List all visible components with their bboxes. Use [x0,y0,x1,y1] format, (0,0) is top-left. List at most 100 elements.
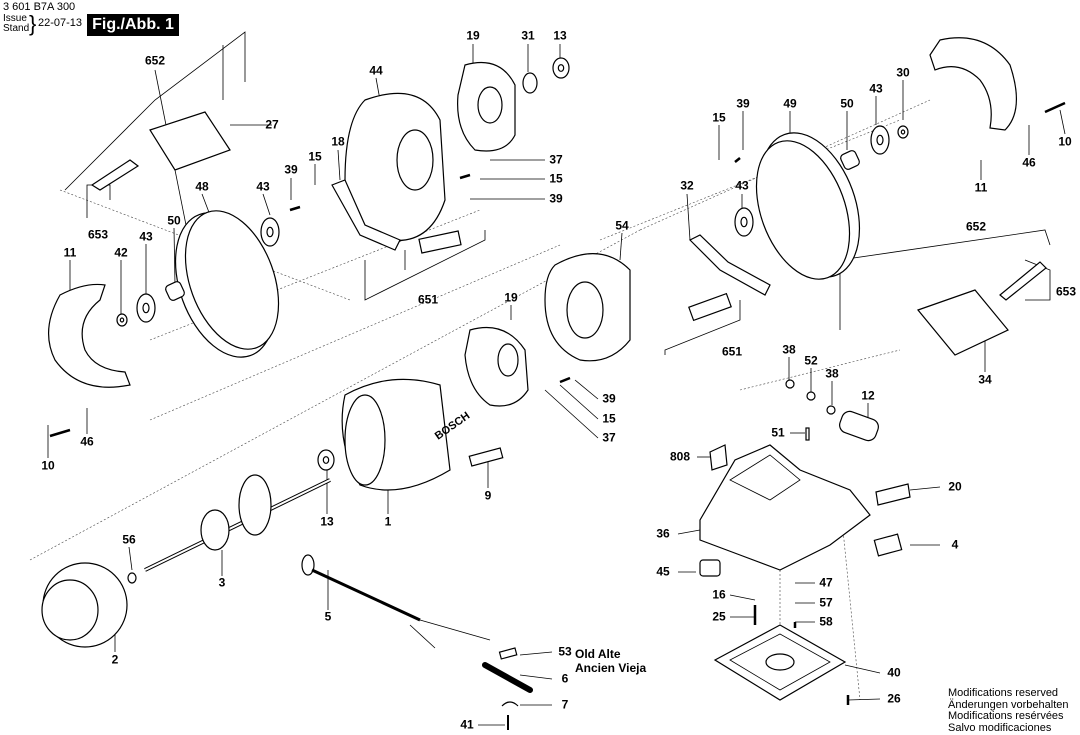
tool-rest-plate-right [688,292,732,322]
part-label-54: 54 [615,218,629,233]
part-label-7: 7 [561,697,569,712]
washer-38-52 [785,379,795,389]
part-label-13-top: 13 [553,28,567,43]
axis-line [739,349,901,391]
part-label-15-top-left: 15 [308,149,322,164]
tool-rest-plate-left [418,230,462,254]
part-label-31: 31 [521,28,535,43]
spacer-left [165,281,185,301]
cord-clamp-7 [501,701,519,707]
part-label-10-left: 10 [41,458,55,473]
part-label-26: 26 [887,691,901,706]
leader-line [686,193,691,241]
leader-line [559,384,599,420]
part-label-46-left: 46 [80,434,94,449]
leader-line [844,664,881,674]
screw [559,376,571,384]
power-cord [311,568,421,622]
cord-wire-2 [409,624,436,649]
base-plate-inner [729,633,831,691]
part-label-6: 6 [561,671,569,686]
part-label-43-right-upper: 43 [869,81,883,96]
part-label-38-b: 38 [825,366,839,381]
leader-line [519,674,553,680]
tool-rest-arm-18 [331,179,401,251]
part-label-15-top-right: 15 [549,171,563,186]
screw [1044,101,1066,114]
clamp-plate-53 [498,647,518,660]
cord-wire-1 [419,619,491,641]
bracket-652-right [839,229,1051,330]
wheel-guard-left [47,283,131,388]
base-plate-hole [765,653,795,671]
part-label-651-left: 651 [417,292,439,307]
part-label-11-right: 11 [974,180,988,195]
leader-line [173,227,176,286]
leader-line [519,651,553,656]
part-label-16: 16 [712,587,726,602]
flange-hole [900,129,906,135]
part-label-652-left: 652 [144,53,166,68]
grinding-wheel-left-face [184,210,280,350]
leader-line [677,529,701,535]
part-label-652-right: 652 [965,219,987,234]
issue-label: Issue Stand [3,14,29,34]
flange-hole [322,456,330,464]
flange-hole [142,302,150,314]
flange-hole [740,216,748,228]
part-label-5: 5 [324,609,332,624]
flange-hole [266,226,274,238]
leader-line [262,193,271,216]
end-bell-top-hub [477,86,503,124]
part-label-19-top: 19 [466,28,480,43]
flange-hole [876,134,884,146]
motor-housing-opening [344,394,386,486]
part-label-48: 48 [195,179,209,194]
washer-38-52 [806,391,816,401]
part-label-27: 27 [265,117,279,132]
part-label-39-mid: 39 [602,391,616,406]
part-label-653-right: 653 [1055,284,1077,299]
part-label-53: 53 [558,644,572,659]
modifications-note-fr: Modifications resérvées [948,710,1064,722]
issue-label-de: Stand [3,23,30,34]
leader-line [128,546,133,571]
part-label-651-right: 651 [721,344,743,359]
part-code: 3 601 B7A 300 [3,1,76,13]
old-part-note: Old Alte Ancien Vieja [575,647,646,675]
part-label-15-mid: 15 [602,411,616,426]
grinding-wheel-right-face [755,140,851,280]
part-label-30: 30 [896,65,910,80]
part-label-19-mid: 19 [504,290,518,305]
part-label-1: 1 [384,514,392,529]
o-ring [522,72,538,94]
part-label-39-right: 39 [736,96,750,111]
part-label-32: 32 [680,178,694,193]
part-label-42: 42 [114,245,128,260]
leader-line [337,149,341,181]
pin-51 [805,427,810,441]
deflector-bracket-left [90,159,140,191]
part-label-653-left: 653 [87,227,109,242]
part-label-25: 25 [712,609,726,624]
screw [289,205,301,212]
part-label-37-mid: 37 [602,430,616,445]
issue-label-en: Issue [3,13,27,24]
part-label-12: 12 [861,388,875,403]
leader-line [544,389,599,439]
part-label-4: 4 [951,537,959,552]
part-label-46-right: 46 [1022,155,1036,170]
part-label-38-a: 38 [782,342,796,357]
cord-sleeve-6 [482,662,533,693]
bracket-651-right [664,300,741,355]
armature-commutator [200,509,230,551]
leader-line [574,379,599,400]
flange-hole [557,64,565,72]
leader-line [1059,109,1066,135]
end-bell-mid-hub [497,343,519,377]
tool-rest-arm-32 [688,234,771,296]
part-label-36: 36 [656,526,670,541]
part-label-808: 808 [669,449,691,464]
base-housing [699,444,871,571]
label-808 [709,444,728,471]
